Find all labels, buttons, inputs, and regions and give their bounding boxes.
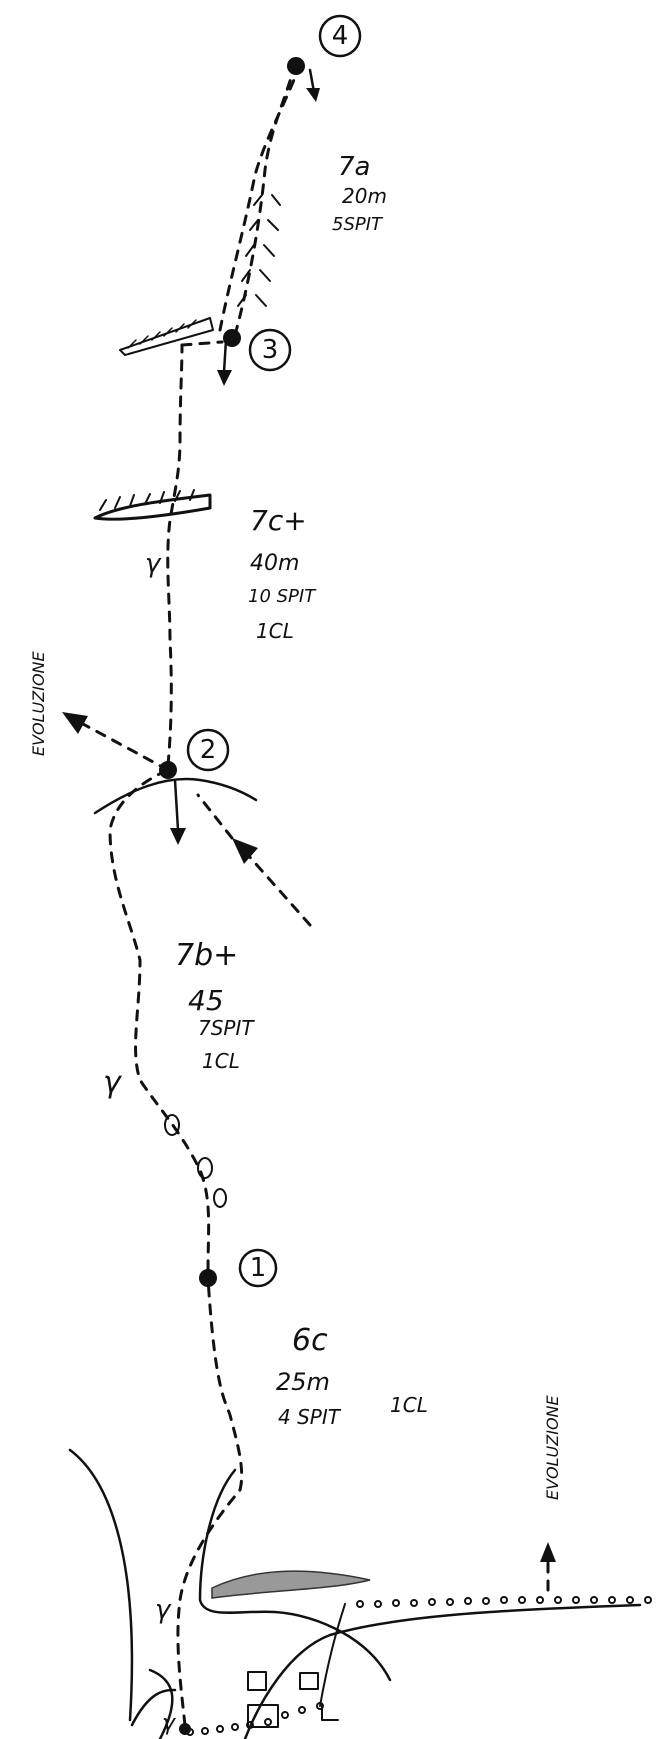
pitch-2-info: 7b+ 45 7SPIT 1CL — [175, 938, 255, 1073]
descent-arrowhead-4 — [306, 88, 320, 102]
approach-arrowhead — [232, 838, 258, 864]
belay-1-number: 1 — [250, 1253, 267, 1283]
approach-line — [246, 853, 312, 927]
belay-1-dot — [199, 1269, 217, 1287]
evolution-arrow-left — [70, 716, 170, 772]
pitch-3-cams: 1CL — [256, 619, 294, 643]
landmark-squares — [247, 1671, 339, 1728]
route-line-pitch-1 — [176, 1276, 244, 1727]
pitch-4-info: 7a 20m 5SPIT — [332, 152, 387, 235]
boulder-shading — [211, 1570, 371, 1599]
pitch-4-bolts: 5SPIT — [332, 214, 384, 235]
route-line-pitch-3 — [166, 343, 184, 767]
belay-1-circle — [238, 1248, 278, 1288]
route-line-pitch-2 — [108, 768, 211, 1272]
belay-4: 4 — [287, 14, 362, 75]
approach-link — [196, 793, 234, 840]
belay-3-circle — [248, 328, 292, 372]
belay-2: 2 — [159, 728, 230, 779]
descent-arrow-2 — [173, 778, 180, 832]
evolution-label-lower: EVOLUZIONE — [543, 1394, 562, 1500]
crack-symbol-3: γ — [155, 1595, 172, 1625]
evolution-label-upper: EVOLUZIONE — [29, 650, 48, 756]
descent-arrow-3 — [222, 338, 228, 374]
approach-path-dots — [186, 1596, 652, 1736]
arrowhead-right — [540, 1542, 556, 1562]
belay-2-number: 2 — [200, 735, 217, 765]
route-line-pitch-4-variant — [218, 68, 300, 332]
belay-3-number: 3 — [262, 335, 279, 365]
approach-path-link — [319, 1603, 346, 1707]
belay-1: 1 — [199, 1248, 278, 1288]
base-terrain — [68, 1448, 642, 1739]
pitch-1-info: 6c 25m 4 SPIT 1CL — [276, 1323, 428, 1429]
belay-2-dot — [159, 761, 177, 779]
pitch-3-info: 7c+ 40m 10 SPIT 1CL — [248, 504, 317, 643]
crack-symbol-1: γ — [145, 549, 162, 579]
slab-hatching — [237, 194, 281, 307]
traverse-line — [180, 340, 224, 347]
pitch-1-cams: 1CL — [390, 1393, 428, 1417]
belay-4-dot — [287, 57, 305, 75]
pitch-2-cams: 1CL — [202, 1049, 240, 1073]
arrowhead-left — [62, 712, 88, 734]
pitch-1-bolts: 4 SPIT — [278, 1405, 342, 1429]
pitch-1-grade: 6c — [292, 1323, 328, 1358]
descent-arrowhead-2 — [170, 828, 186, 845]
descent-arrowhead-3 — [217, 370, 232, 386]
pitch-2-bolts: 7SPIT — [198, 1016, 255, 1040]
pocket-holds — [164, 1114, 227, 1208]
pitch-2-grade: 7b+ — [175, 938, 238, 973]
belay-2-circle — [186, 728, 230, 772]
pitch-2-length: 45 — [188, 984, 224, 1017]
route-line-pitch-4 — [233, 63, 297, 337]
belay-3: 3 — [223, 328, 292, 372]
pitch-3-grade: 7c+ — [250, 504, 307, 537]
belay-4-number: 4 — [332, 21, 349, 51]
pitch-4-grade: 7a — [338, 152, 370, 182]
pitch-3-length: 40m — [250, 551, 299, 576]
ridge-line — [93, 777, 258, 815]
middle-roof — [93, 489, 212, 521]
pitch-3-bolts: 10 SPIT — [248, 586, 317, 607]
pitch-4-length: 20m — [342, 184, 387, 208]
belay-3-dot — [223, 329, 241, 347]
pitch-1-length: 25m — [276, 1368, 330, 1396]
upper-roof — [119, 317, 214, 356]
route-start-dot — [179, 1723, 191, 1735]
crack-symbol-2: γ — [103, 1065, 123, 1100]
belay-4-circle — [318, 14, 362, 58]
